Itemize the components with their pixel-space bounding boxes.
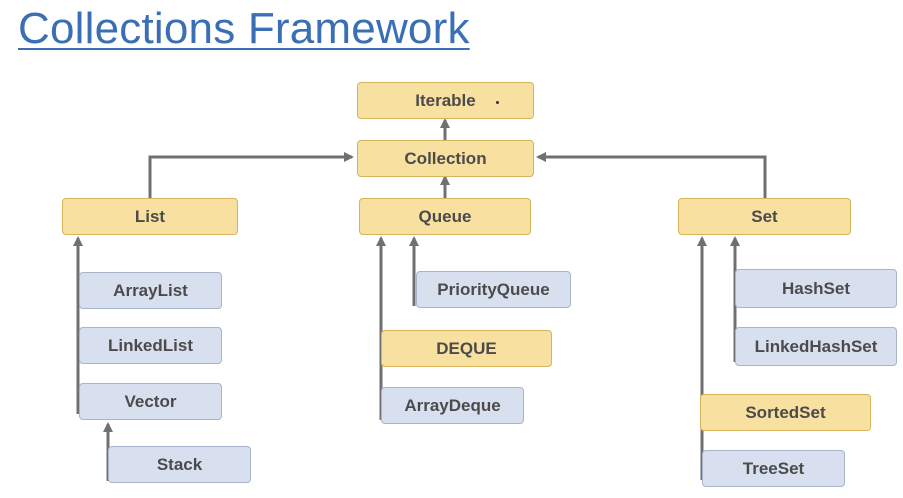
node-stack: Stack: [108, 446, 251, 483]
node-treeset: TreeSet: [702, 450, 845, 487]
node-arraylist: ArrayList: [79, 272, 222, 309]
node-hashset: HashSet: [735, 269, 897, 308]
arrow-set-collection: [536, 152, 767, 198]
arrow-list-collection: [148, 152, 354, 198]
node-linkedlist: LinkedList: [79, 327, 222, 364]
node-priorityqueue: PriorityQueue: [416, 271, 571, 308]
node-list: List: [62, 198, 238, 235]
node-collection: Collection: [357, 140, 534, 177]
node-arraydeque: ArrayDeque: [381, 387, 524, 424]
cursor-dot: [496, 101, 499, 104]
node-sortedset: SortedSet: [700, 394, 871, 431]
node-vector: Vector: [79, 383, 222, 420]
node-linkedhashset: LinkedHashSet: [735, 327, 897, 366]
node-deque: DEQUE: [381, 330, 552, 367]
node-set: Set: [678, 198, 851, 235]
node-iterable: Iterable: [357, 82, 534, 119]
page-title: Collections Framework: [18, 4, 470, 53]
node-queue: Queue: [359, 198, 531, 235]
